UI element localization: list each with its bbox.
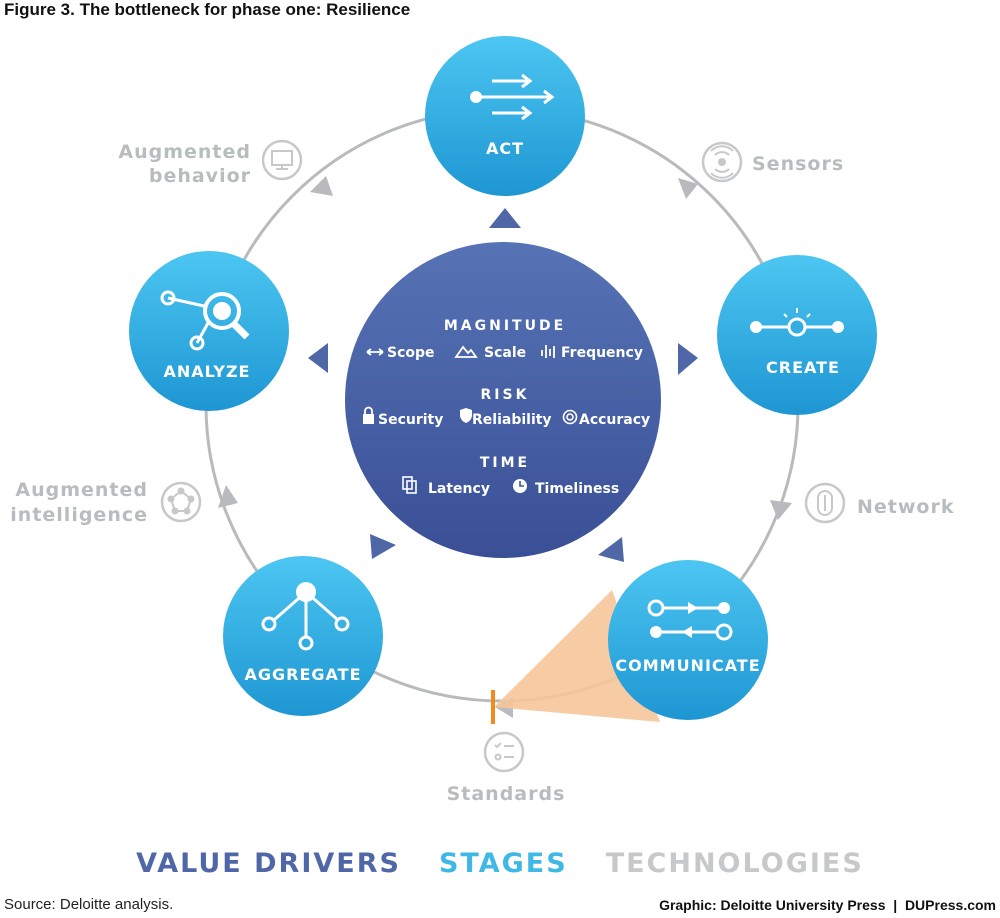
inner-arrow-communicate bbox=[598, 537, 624, 562]
scope-label: Scope bbox=[387, 345, 435, 361]
reliability-label: Reliability bbox=[472, 412, 552, 428]
magnifier-nodes-icon bbox=[160, 290, 250, 351]
inner-arrow-create bbox=[678, 343, 698, 375]
tech-label-sensors: Sensors bbox=[752, 153, 844, 175]
ring-arrow-sensors bbox=[678, 178, 698, 199]
legend-stages: STAGES bbox=[438, 848, 568, 879]
tech-label-augmented-behavior-line2: behavior bbox=[149, 165, 251, 187]
magnitude-heading: MAGNITUDE bbox=[444, 318, 566, 334]
frequency-label: Frequency bbox=[561, 345, 643, 361]
ring-arrow-network bbox=[770, 500, 792, 520]
stage-label-analyze: ANALYZE bbox=[164, 362, 251, 381]
ring-arrow-behavior bbox=[310, 176, 333, 196]
time-items: Latency Timeliness bbox=[402, 476, 619, 497]
tech-label-standards: Standards bbox=[447, 783, 566, 805]
inner-arrow-aggregate bbox=[370, 534, 396, 559]
stage-aggregate: AGGREGATE bbox=[223, 556, 383, 716]
frequency-icon bbox=[541, 345, 555, 358]
tree-nodes-icon bbox=[261, 582, 350, 651]
ring-arrow-intelligence bbox=[218, 485, 238, 508]
stage-label-create: CREATE bbox=[766, 358, 840, 377]
credit-line: Graphic: Deloitte University Press | DUP… bbox=[659, 897, 996, 913]
stage-analyze: ANALYZE bbox=[129, 251, 289, 411]
inner-arrow-act bbox=[489, 208, 521, 228]
sun-node-icon bbox=[750, 308, 844, 337]
sensor-icon bbox=[710, 145, 734, 179]
tech-sensors: Sensors bbox=[701, 141, 844, 183]
scope-icon bbox=[366, 348, 384, 356]
stage-communicate: COMMUNICATE bbox=[608, 560, 768, 720]
accuracy-label: Accuracy bbox=[579, 412, 650, 428]
tech-label-network: Network bbox=[857, 496, 954, 518]
magnitude-items: Scope Scale Frequency bbox=[366, 345, 643, 361]
network-icon bbox=[817, 490, 833, 516]
risk-heading: RISK bbox=[481, 387, 530, 403]
tech-augmented-intelligence: Augmented intelligence bbox=[10, 479, 202, 526]
security-label: Security bbox=[378, 412, 443, 428]
source-note: Source: Deloitte analysis. bbox=[4, 896, 174, 913]
legend-value-drivers: VALUE DRIVERS bbox=[136, 848, 401, 879]
stage-create: CREATE bbox=[717, 255, 877, 415]
lock-icon bbox=[363, 406, 374, 424]
tech-label-augmented-intelligence-line1: Augmented bbox=[15, 479, 148, 501]
value-drivers-circle bbox=[345, 242, 661, 558]
monitor-icon bbox=[271, 150, 293, 170]
clock-icon bbox=[513, 479, 527, 493]
checklist-icon bbox=[494, 742, 514, 761]
latency-icon bbox=[402, 476, 417, 494]
target-icon bbox=[562, 409, 578, 425]
legend-technologies: TECHNOLOGIES bbox=[605, 848, 864, 879]
stage-label-aggregate: AGGREGATE bbox=[244, 665, 361, 684]
tech-label-augmented-behavior-line1: Augmented bbox=[118, 141, 251, 163]
tech-augmented-behavior: Augmented behavior bbox=[118, 139, 303, 187]
stage-label-communicate: COMMUNICATE bbox=[615, 656, 760, 675]
latency-label: Latency bbox=[428, 481, 490, 497]
timeliness-label: Timeliness bbox=[535, 481, 619, 497]
bottleneck-marker bbox=[491, 690, 495, 724]
tech-network: Network bbox=[804, 482, 954, 524]
arrows-icon bbox=[470, 73, 555, 121]
tech-label-augmented-intelligence-line2: intelligence bbox=[10, 504, 148, 526]
legend: VALUE DRIVERS STAGES TECHNOLOGIES bbox=[0, 848, 1000, 879]
risk-items: Security Reliability Accuracy bbox=[363, 406, 650, 428]
tech-standards: Standards bbox=[447, 731, 566, 805]
scale-icon bbox=[454, 345, 478, 358]
stage-label-act: ACT bbox=[486, 139, 524, 158]
stage-act: ACT bbox=[425, 36, 585, 196]
neural-network-icon bbox=[167, 487, 195, 515]
scale-label: Scale bbox=[484, 345, 526, 361]
time-heading: TIME bbox=[480, 455, 530, 471]
shield-icon bbox=[460, 408, 472, 423]
bidirectional-arrows-icon bbox=[647, 599, 733, 641]
inner-arrow-analyze bbox=[308, 343, 328, 373]
figure-title: Figure 3. The bottleneck for phase one: … bbox=[4, 0, 411, 19]
